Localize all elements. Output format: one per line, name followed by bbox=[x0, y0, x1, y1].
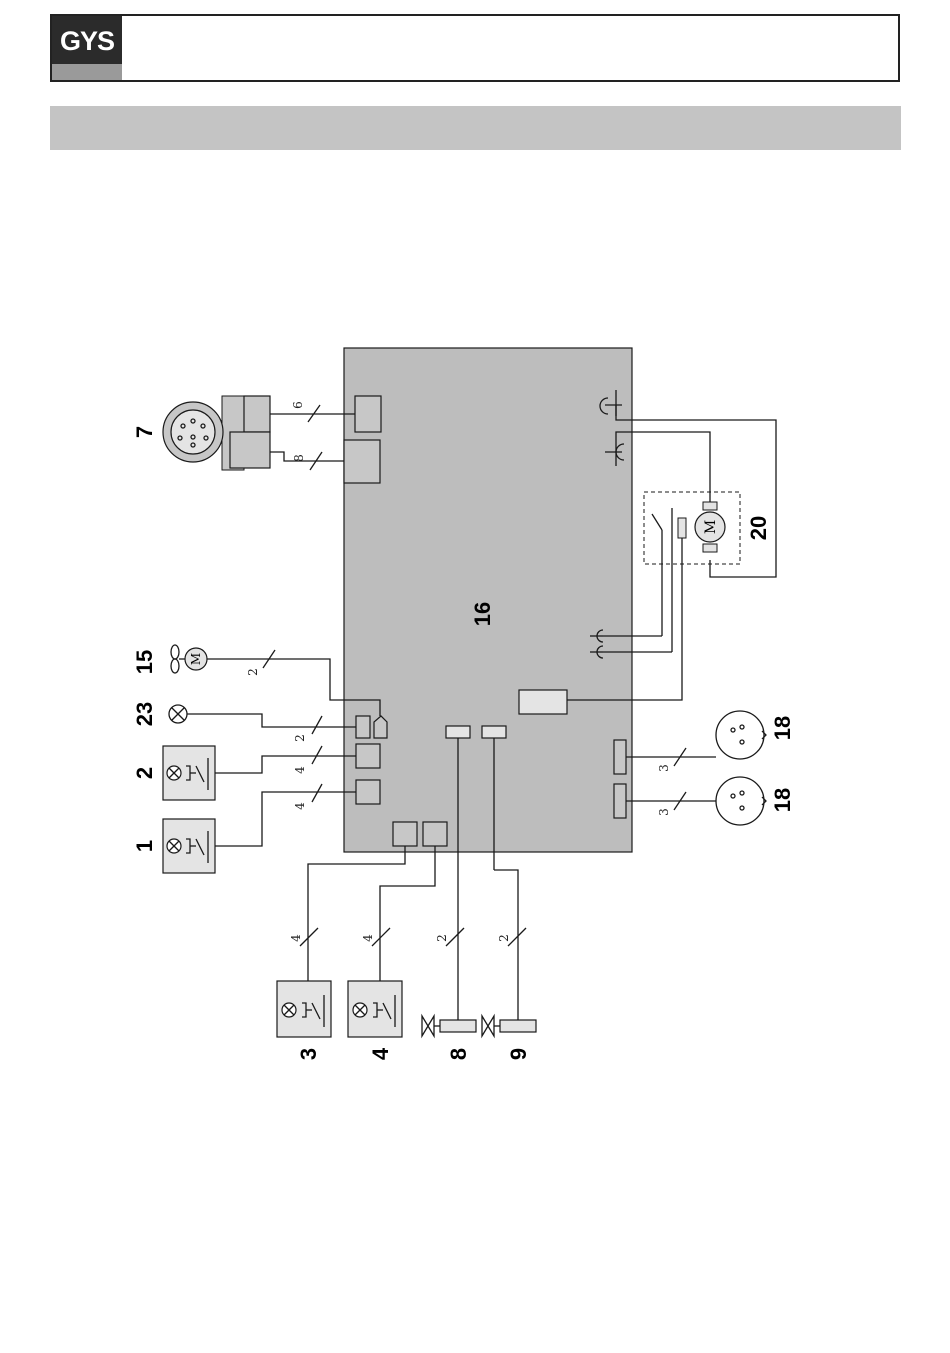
label-1: 1 bbox=[132, 840, 157, 852]
wire-count-18-top: 3 bbox=[657, 764, 671, 772]
board-connector-18-bottom bbox=[614, 784, 626, 818]
switch-3 bbox=[277, 981, 331, 1037]
board-connector-valve8 bbox=[446, 726, 470, 738]
label-20: 20 bbox=[746, 516, 771, 540]
motor-20: M bbox=[695, 502, 725, 552]
wire-count-valve9: 2 bbox=[497, 934, 511, 942]
valve-8 bbox=[422, 1016, 476, 1036]
board-label: 16 bbox=[470, 602, 495, 626]
board-connector-7b bbox=[344, 440, 380, 483]
wire-count-lamp: 2 bbox=[293, 734, 307, 742]
motor-symbol: M bbox=[703, 520, 719, 534]
switch-1 bbox=[163, 819, 215, 873]
wire-count-7b: 8 bbox=[292, 454, 306, 462]
label-18-top: 18 bbox=[770, 716, 795, 740]
label-7: 7 bbox=[132, 426, 157, 438]
motor-20-frame bbox=[644, 492, 740, 564]
label-2: 2 bbox=[132, 767, 157, 779]
wire-count-sw3: 4 bbox=[289, 934, 303, 942]
socket-7 bbox=[163, 396, 270, 470]
board-relay bbox=[519, 690, 567, 714]
label-18-bottom: 18 bbox=[770, 788, 795, 812]
wire-count-valve8: 2 bbox=[435, 934, 449, 942]
fan-motor-symbol: M bbox=[189, 653, 203, 665]
control-board bbox=[344, 348, 632, 852]
wire-count-sw1: 4 bbox=[293, 802, 307, 810]
motor-switch bbox=[652, 514, 662, 530]
wire-count-sw2: 4 bbox=[293, 766, 307, 774]
label-15: 15 bbox=[132, 650, 157, 674]
wire-count-fan: 2 bbox=[246, 668, 260, 676]
label-3: 3 bbox=[296, 1048, 321, 1060]
switch-4 bbox=[348, 981, 402, 1037]
valve-9 bbox=[482, 1016, 536, 1036]
label-23: 23 bbox=[132, 702, 157, 726]
socket-18-top bbox=[716, 711, 766, 759]
board-connector-valve9 bbox=[482, 726, 506, 738]
wire-count-sw4: 4 bbox=[361, 934, 375, 942]
board-connector-sw2 bbox=[356, 744, 380, 768]
motor-sensor bbox=[678, 518, 686, 538]
board-connector-sw4 bbox=[423, 822, 447, 846]
board-connector-sw3 bbox=[393, 822, 417, 846]
label-8: 8 bbox=[446, 1048, 471, 1060]
board-connector-18-top bbox=[614, 740, 626, 774]
switch-2 bbox=[163, 746, 215, 800]
label-9: 9 bbox=[506, 1048, 531, 1060]
board-connector-lamp bbox=[356, 716, 370, 738]
wire-count-7a: 6 bbox=[291, 401, 305, 409]
board-connector-sw1 bbox=[356, 780, 380, 804]
lamp-23 bbox=[169, 705, 187, 723]
board-connector-7a bbox=[355, 396, 381, 432]
socket-18-bottom bbox=[716, 777, 766, 825]
label-4: 4 bbox=[368, 1047, 393, 1060]
fan-15: M bbox=[171, 645, 207, 673]
wire-count-18-bottom: 3 bbox=[657, 808, 671, 816]
